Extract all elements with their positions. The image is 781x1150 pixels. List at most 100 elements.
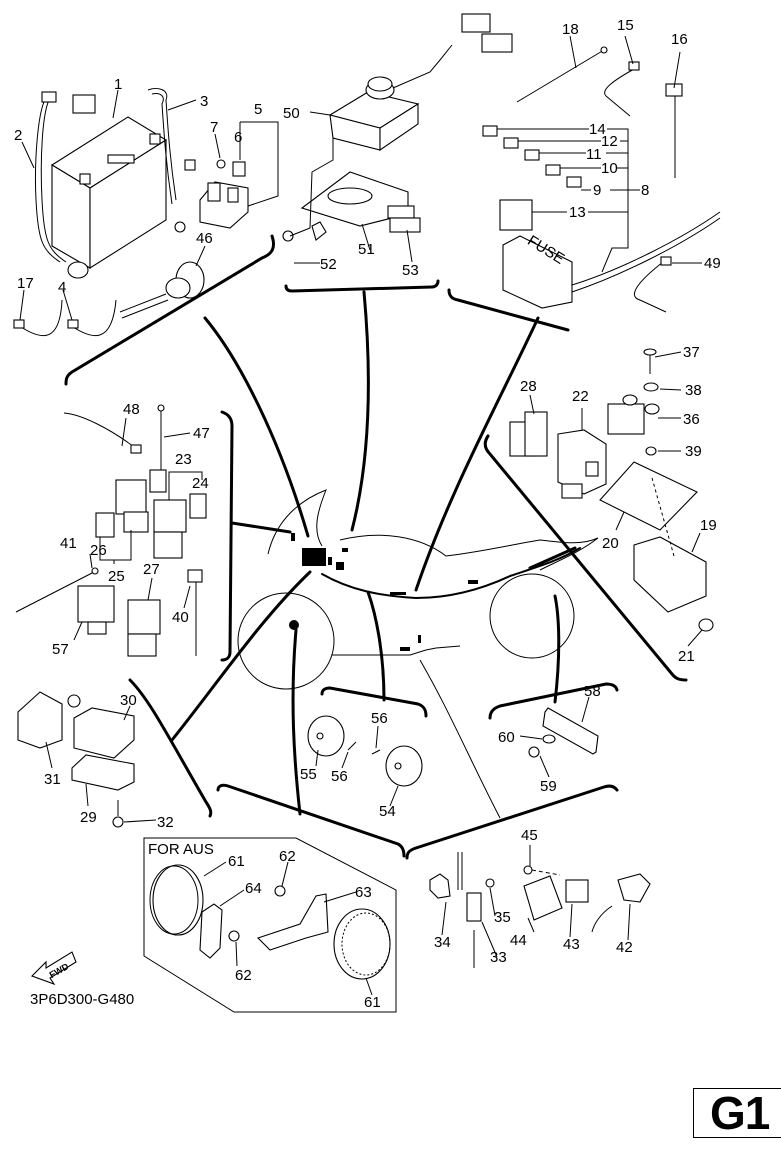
- battery-group: 1 2 3 4 5 6 7 17 46: [13, 76, 279, 386]
- reflector-group: 58 60 59: [488, 682, 619, 795]
- callout-31: 31: [44, 771, 61, 788]
- callout-48: 48: [123, 401, 140, 418]
- aus-variant-box: FOR AUS 61 64 62 62 63 61: [143, 837, 397, 1013]
- nut-62a: [228, 930, 240, 942]
- callout-46: 46: [196, 230, 213, 247]
- horn-55: [307, 715, 345, 757]
- callout-61a: 61: [228, 853, 245, 870]
- collar-38: [643, 382, 659, 392]
- fuse-box: FUSE: [502, 232, 573, 309]
- callout-50: 50: [283, 105, 300, 122]
- aus-box-label: FOR AUS: [148, 841, 214, 858]
- aus-box-frame: [143, 837, 397, 1013]
- fairing: [339, 534, 599, 571]
- callout-16: 16: [671, 31, 688, 48]
- band-41: [15, 571, 95, 613]
- reflector-group-bracket: [488, 682, 619, 720]
- coupler-24: [189, 493, 207, 519]
- rear-wheel: [489, 573, 575, 659]
- page-id: G1: [710, 1087, 770, 1139]
- battery: [50, 94, 168, 269]
- band-17: [17, 299, 63, 337]
- callout-41: 41: [60, 535, 77, 552]
- callout-59: 59: [540, 778, 557, 795]
- switch-group-bracket: [405, 784, 619, 860]
- screw-35: [485, 878, 495, 888]
- callout-51: 51: [358, 241, 375, 258]
- front-wheel: [237, 592, 335, 690]
- band-4: [69, 299, 117, 337]
- page-id-box: [693, 1088, 781, 1138]
- screw-45: [523, 865, 533, 875]
- fuse-group: FUSE 18 15 16 14 12 11 10 9 8 13 49: [447, 17, 721, 332]
- grommet-39: [645, 446, 657, 456]
- callout-32: 32: [157, 814, 174, 831]
- ecu-unit: [328, 13, 513, 152]
- forward-arrow: FWD: [31, 951, 77, 986]
- nut-21: [698, 618, 714, 632]
- callout-4: 4: [58, 279, 66, 296]
- callout-44: 44: [510, 932, 527, 949]
- callout-38: 38: [685, 382, 702, 399]
- igniter-group: 28 22 37 38 36 39 20 19 21: [483, 344, 717, 682]
- relay-group: 48 47 23 24 26 25 41 27 57 40: [15, 401, 234, 662]
- switch-43: [565, 879, 589, 903]
- callout-54: 54: [379, 803, 396, 820]
- callout-62a: 62: [235, 967, 252, 984]
- callout-24: 24: [192, 475, 209, 492]
- callout-36: 36: [683, 411, 700, 428]
- bracket-20: [599, 461, 698, 531]
- callout-56b: 56: [371, 710, 388, 727]
- callout-42: 42: [616, 939, 633, 956]
- callout-2: 2: [14, 127, 22, 144]
- callout-63: 63: [355, 884, 372, 901]
- callout-53: 53: [402, 262, 419, 279]
- switch-group: 45 34 35 44 43 42 33: [405, 784, 651, 968]
- callout-13: 13: [569, 204, 586, 221]
- relay-25: [115, 479, 149, 533]
- reflector-61-right: [333, 908, 391, 980]
- callout-12: 12: [601, 133, 618, 150]
- washer-60: [542, 734, 556, 744]
- callout-34: 34: [434, 934, 451, 951]
- callout-3: 3: [200, 93, 208, 110]
- bracket-63: [256, 893, 329, 951]
- callout-1: 1: [114, 76, 122, 93]
- callout-62b: 62: [279, 848, 296, 865]
- horn-group-bracket: [320, 686, 428, 718]
- relay-28: [509, 411, 548, 457]
- callout-55: 55: [300, 766, 317, 783]
- sensor-36: [607, 394, 660, 435]
- regulator-group-bracket: [128, 678, 213, 818]
- callout-15: 15: [617, 17, 634, 34]
- callout-60: 60: [498, 729, 515, 746]
- battery-cable-positive: [147, 87, 177, 201]
- callout-17: 17: [17, 275, 34, 292]
- engine-outline: [332, 645, 461, 656]
- band-48: [63, 412, 139, 451]
- fuse-group-bracket: [447, 288, 570, 332]
- dc-socket: [119, 261, 205, 319]
- catalog-code: 3P6D300-G480: [30, 991, 134, 1008]
- callout-23: 23: [175, 451, 192, 468]
- callout-7: 7: [210, 119, 218, 136]
- callout-26: 26: [90, 542, 107, 559]
- callout-45: 45: [521, 827, 538, 844]
- plate-44: [523, 875, 563, 921]
- bolt-32: [112, 816, 124, 828]
- callout-52: 52: [320, 256, 337, 273]
- callout-9: 9: [593, 182, 601, 199]
- band-18: [516, 49, 605, 103]
- flasher-relay-22: [557, 429, 607, 499]
- battery-group-bracket: [64, 234, 276, 386]
- ecu-bracket: [300, 171, 415, 241]
- callout-6: 6: [234, 129, 242, 146]
- bolt-7: [216, 159, 226, 169]
- callout-57: 57: [52, 641, 69, 658]
- callout-29: 29: [80, 809, 97, 826]
- callout-19: 19: [700, 517, 717, 534]
- callout-40: 40: [172, 609, 189, 626]
- callout-39: 39: [685, 443, 702, 460]
- callout-61b: 61: [364, 994, 381, 1011]
- pointer-lines: [170, 290, 577, 819]
